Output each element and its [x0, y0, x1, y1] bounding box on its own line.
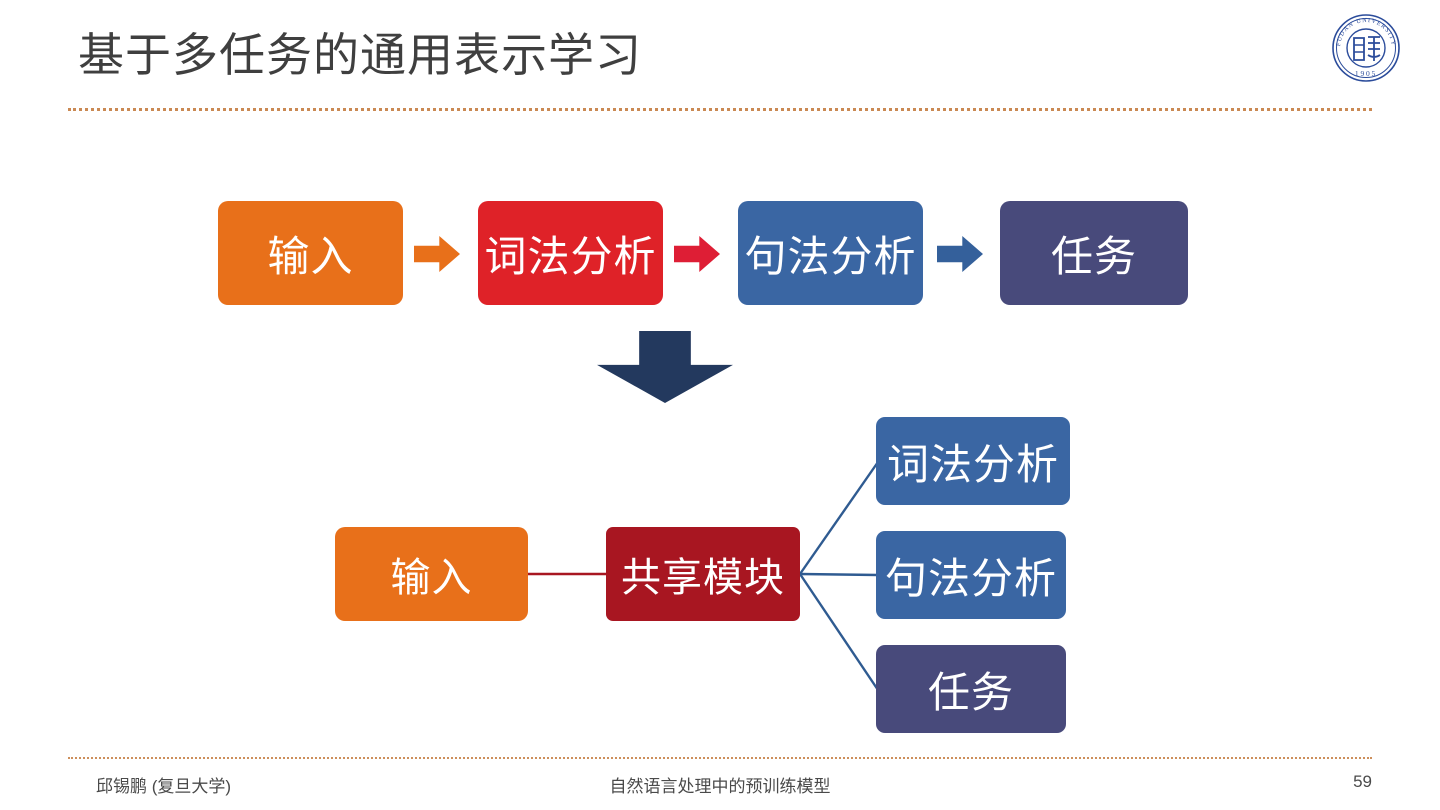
footer-page-number: 59 — [1353, 772, 1372, 791]
footer-divider — [68, 757, 1372, 759]
multitask-head-task: 任务 — [876, 645, 1066, 733]
pipeline-node-task: 任务 — [1000, 201, 1188, 305]
multitask-head-lexical-label: 词法分析 — [886, 440, 1059, 488]
pipeline-node-lexical: 词法分析 — [478, 201, 663, 305]
pipeline-node-task-label: 任务 — [1050, 232, 1137, 280]
fudan-university-logo-icon: FUDAN UNIVERSITY 1905 — [1330, 12, 1402, 84]
multitask-node-input: 输入 — [335, 527, 528, 621]
down-arrow-icon — [597, 331, 733, 403]
connector-shared-to-lexical — [799, 461, 879, 575]
multitask-head-lexical: 词法分析 — [876, 417, 1070, 505]
pipeline-node-input: 输入 — [218, 201, 403, 305]
multitask-head-task-label: 任务 — [927, 668, 1014, 716]
connector-shared-to-task — [799, 573, 879, 691]
multitask-head-syntactic-label: 句法分析 — [884, 554, 1057, 602]
pipeline-node-syntactic: 句法分析 — [738, 201, 923, 305]
footer-subject: 自然语言处理中的预训练模型 — [609, 777, 831, 796]
pipeline-arrow-3-icon — [937, 236, 983, 272]
svg-text:1905: 1905 — [1355, 69, 1377, 78]
pipeline-node-syntactic-label: 句法分析 — [744, 232, 917, 280]
multitask-node-shared-module: 共享模块 — [606, 527, 800, 621]
multitask-node-input-label: 输入 — [390, 556, 473, 600]
footer-author: 邱锡鹏 (复旦大学) — [96, 777, 232, 796]
pipeline-node-input-label: 输入 — [267, 232, 354, 280]
pipeline-arrow-2-icon — [674, 236, 720, 272]
page-title: 基于多任务的通用表示学习 — [78, 29, 642, 81]
pipeline-arrow-1-icon — [414, 236, 460, 272]
header-divider — [68, 108, 1372, 111]
pipeline-node-lexical-label: 词法分析 — [484, 232, 657, 280]
slide-footer: 邱锡鹏 (复旦大学) 自然语言处理中的预训练模型 59 — [68, 772, 1372, 798]
multitask-head-syntactic: 句法分析 — [876, 531, 1066, 619]
svg-text:FUDAN UNIVERSITY: FUDAN UNIVERSITY — [1335, 17, 1397, 47]
multitask-node-shared-module-label: 共享模块 — [621, 556, 785, 600]
connector-shared-to-syntactic — [799, 572, 879, 577]
